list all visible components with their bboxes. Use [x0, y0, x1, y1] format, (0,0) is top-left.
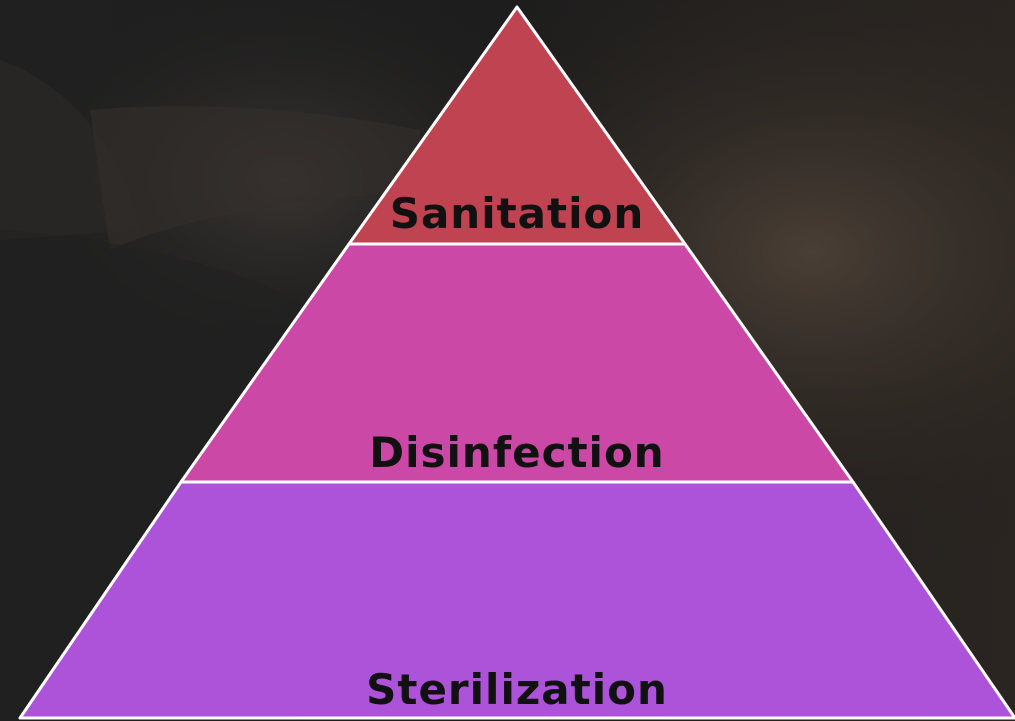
- tier-label-sanitation: Sanitation: [390, 189, 645, 238]
- tier-label-disinfection: Disinfection: [369, 428, 664, 477]
- tier-label-sterilization: Sterilization: [366, 665, 668, 714]
